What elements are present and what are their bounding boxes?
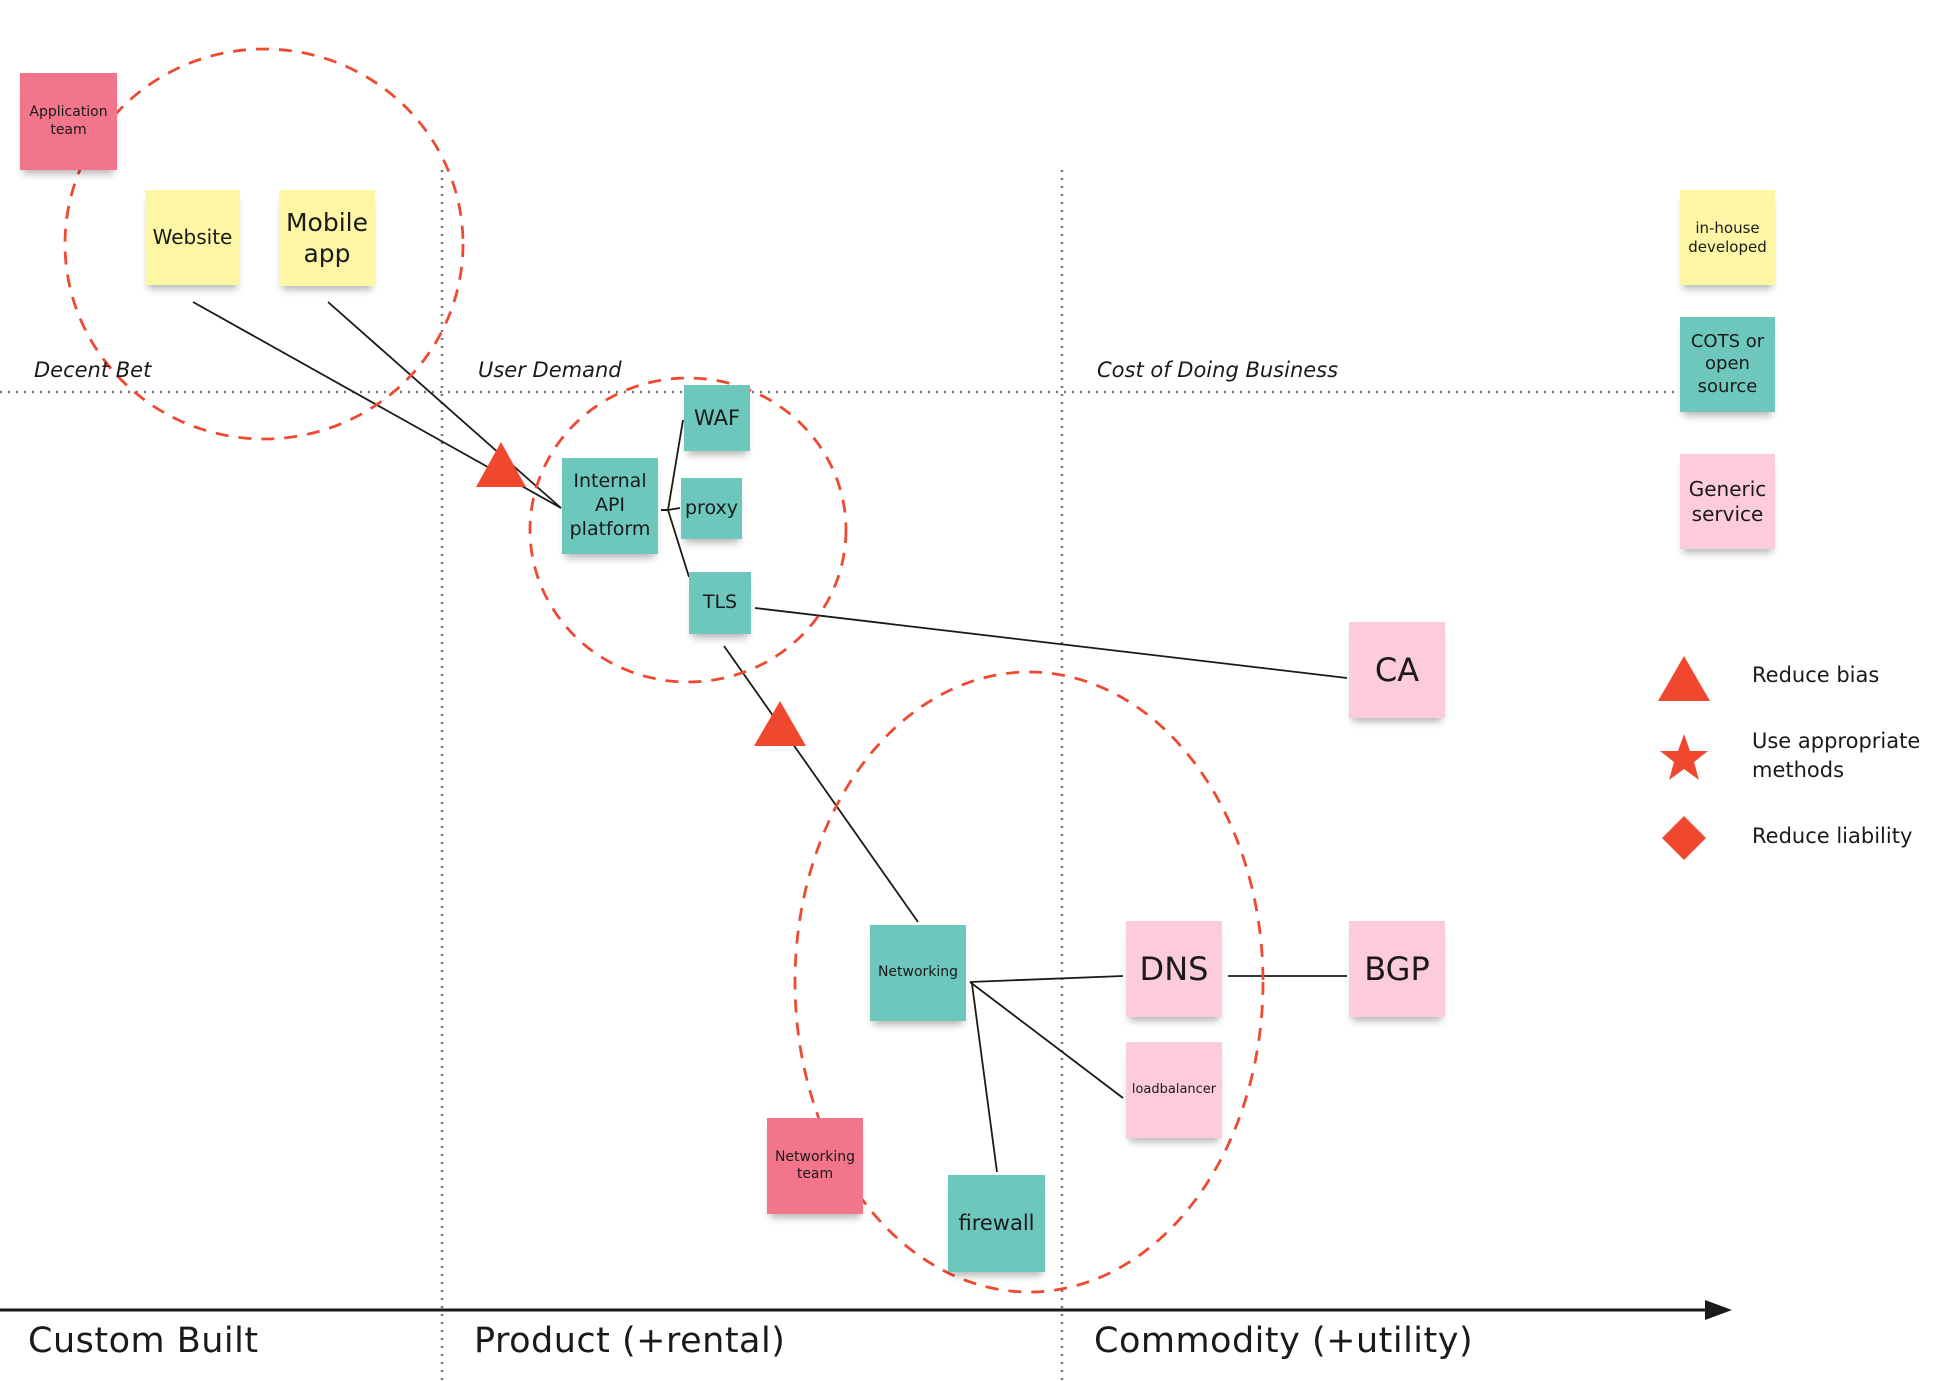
link-networking-dns — [969, 975, 1124, 983]
region-label-decent-bet: Decent Bet — [34, 358, 152, 382]
note-bgp[interactable]: BGP — [1349, 921, 1445, 1017]
note-tls[interactable]: TLS — [689, 572, 751, 634]
note-networking-team[interactable]: Networking team — [767, 1118, 863, 1214]
region-label-user-demand: User Demand — [478, 358, 622, 382]
reduce-bias-marker-1 — [476, 442, 526, 487]
group-networking — [793, 670, 1265, 1294]
legend-note-in-house: in-house developed — [1680, 190, 1775, 285]
note-website[interactable]: Website — [145, 190, 240, 285]
link-api-tls — [661, 509, 690, 578]
note-ca[interactable]: CA — [1349, 622, 1445, 718]
link-networking-firewall — [971, 983, 998, 1173]
note-networking[interactable]: Networking — [870, 925, 966, 1021]
legend-star-icon — [1660, 734, 1708, 780]
axis-arrowhead — [1705, 1300, 1732, 1320]
link-networking-loadbalancer — [969, 981, 1124, 1099]
group-application — [63, 47, 465, 441]
stage-label-custom-built: Custom Built — [28, 1321, 259, 1361]
note-dns[interactable]: DNS — [1126, 921, 1222, 1017]
note-internal-api-platform[interactable]: Internal API platform — [562, 458, 658, 554]
legend-diamond-icon — [1662, 816, 1706, 860]
link-tls-networking — [723, 645, 919, 923]
legend-label-reduce-liability: Reduce liability — [1752, 824, 1913, 848]
region-label-cost-of-doing-business: Cost of Doing Business — [1097, 358, 1339, 382]
legend-note-generic-service: Generic service — [1680, 454, 1775, 549]
note-application-team[interactable]: Application team — [20, 73, 117, 170]
stage-label-commodity: Commodity (+utility) — [1094, 1321, 1474, 1361]
link-mobile-api — [327, 301, 562, 509]
group-api-platform — [528, 376, 848, 684]
link-api-waf — [661, 419, 684, 511]
note-firewall[interactable]: firewall — [948, 1175, 1045, 1272]
note-loadbalancer[interactable]: loadbalancer — [1126, 1042, 1222, 1138]
legend-note-cots: COTS or open source — [1680, 317, 1775, 412]
reduce-bias-marker-2 — [754, 701, 806, 746]
note-mobile-app[interactable]: Mobile app — [279, 190, 375, 286]
link-tls-ca — [754, 607, 1348, 679]
note-waf[interactable]: WAF — [684, 385, 750, 451]
stage-label-product: Product (+rental) — [474, 1321, 786, 1361]
legend-label-reduce-bias: Reduce bias — [1752, 663, 1880, 687]
legend-triangle-icon — [1658, 656, 1710, 701]
legend-label-use-appropriate-methods: Use appropriate methods — [1752, 729, 1921, 783]
note-proxy[interactable]: proxy — [681, 478, 742, 539]
